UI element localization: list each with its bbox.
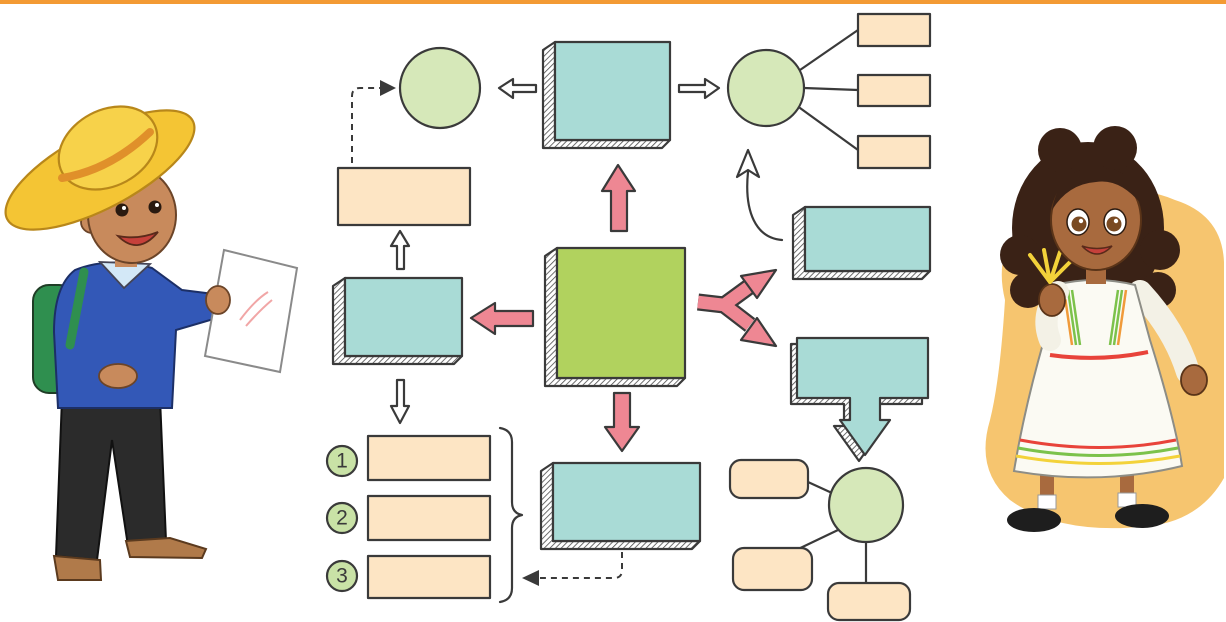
- boy-eye-left: [115, 203, 129, 217]
- boy-eye-shine: [122, 206, 126, 210]
- dress-stripe-yellow: [1015, 454, 1181, 465]
- paper-mark: [239, 291, 273, 327]
- node-box-top-center: [541, 40, 672, 150]
- pink-arrow-down-icon: [603, 391, 641, 453]
- boy-sandal-left: [52, 554, 103, 581]
- number-badge: [325, 501, 359, 535]
- outline-arrow-down-icon: [389, 378, 411, 425]
- boy-sandal-right: [124, 536, 208, 560]
- node-circle-top-right: [726, 48, 806, 128]
- girl-arm-right: [1128, 280, 1200, 384]
- paper-sheet: [203, 248, 299, 374]
- node-box-right-teal: [791, 205, 932, 281]
- leaf-box-top-right-1: [856, 12, 932, 48]
- girl-eye-shine: [1078, 218, 1084, 224]
- dashed-connector-to-top-left-circle: [351, 87, 380, 163]
- boy-pants: [54, 397, 168, 562]
- dress-stripe-red: [1019, 438, 1177, 449]
- list-item: 1: [325, 434, 492, 482]
- leaf-box-top-right-2: [856, 73, 932, 108]
- dress-stripe-green: [1017, 446, 1179, 457]
- top-accent-bar: [0, 0, 1226, 4]
- arrowhead-icon: [522, 570, 539, 586]
- number-badge: [325, 444, 359, 478]
- outline-arrow-left-icon: [497, 77, 538, 100]
- girl-shoe-left: [1007, 508, 1061, 532]
- leaf-box-bottom-right-1: [728, 458, 810, 500]
- number-label: 2: [336, 507, 348, 530]
- numbered-list: 1 2 3: [325, 434, 492, 600]
- list-item-box: [366, 554, 492, 600]
- girl-mouth: [1081, 245, 1113, 255]
- yellow-flower-sprigs: [1028, 248, 1072, 284]
- boy-hand-holding-paper: [205, 285, 231, 315]
- node-box-left-teal: [331, 276, 464, 366]
- girl-shoe-right: [1115, 504, 1169, 528]
- node-box-bottom-center: [539, 461, 702, 551]
- boy-eye-right: [148, 200, 162, 214]
- pink-arrow-left-icon: [469, 301, 535, 336]
- boy-hand-belly: [98, 363, 138, 389]
- number-label: 1: [336, 450, 348, 473]
- outline-arrow-up-icon: [389, 229, 411, 271]
- outline-arrowhead-up-icon: [735, 148, 761, 179]
- girl-sock-left: [1037, 494, 1057, 510]
- pink-arrow-up-icon: [600, 163, 637, 233]
- straw-hat-band: [58, 128, 154, 182]
- girl-hand-right: [1180, 364, 1208, 396]
- girl-bangs: [1052, 167, 1142, 210]
- outline-arrow-right-icon: [677, 77, 721, 100]
- node-circle-bottom-right: [827, 466, 905, 544]
- girl-thumbs-up-hand: [1038, 283, 1066, 317]
- leaf-box-bottom-right-2: [731, 546, 814, 592]
- node-circle-top-left: [398, 46, 482, 130]
- leaf-box-top-right-3: [856, 134, 932, 170]
- dress-collar-embroidery: [1066, 289, 1124, 346]
- leaf-box-bottom-right-3: [826, 581, 912, 622]
- girl-illustration: [985, 126, 1224, 532]
- boy-mouth: [115, 231, 159, 246]
- list-item: 3: [325, 554, 492, 600]
- curved-connector: [746, 170, 784, 242]
- list-item-box: [366, 434, 492, 482]
- girl-iris-left: [1071, 216, 1087, 232]
- boy-eye-shine: [155, 203, 159, 207]
- boy-illustration: [4, 105, 299, 581]
- list-item-box: [366, 494, 492, 542]
- branch-lines-top-right: [798, 28, 860, 152]
- girl-iris-right: [1106, 216, 1122, 232]
- node-box-left-peach: [336, 166, 472, 227]
- girl-eye-shine: [1113, 218, 1119, 224]
- number-label: 3: [336, 565, 348, 588]
- dashed-connector-to-list: [540, 552, 623, 579]
- pink-fork-arrow-icon: [697, 268, 778, 348]
- curly-brace: [498, 426, 524, 604]
- node-speech-bubble: [789, 336, 930, 463]
- dress-belt: [1049, 350, 1149, 360]
- arrowhead-icon: [380, 80, 396, 96]
- list-item: 2: [325, 494, 492, 542]
- node-box-center-main: [543, 246, 687, 388]
- number-badge: [325, 559, 359, 593]
- backpack-strap: [65, 267, 89, 350]
